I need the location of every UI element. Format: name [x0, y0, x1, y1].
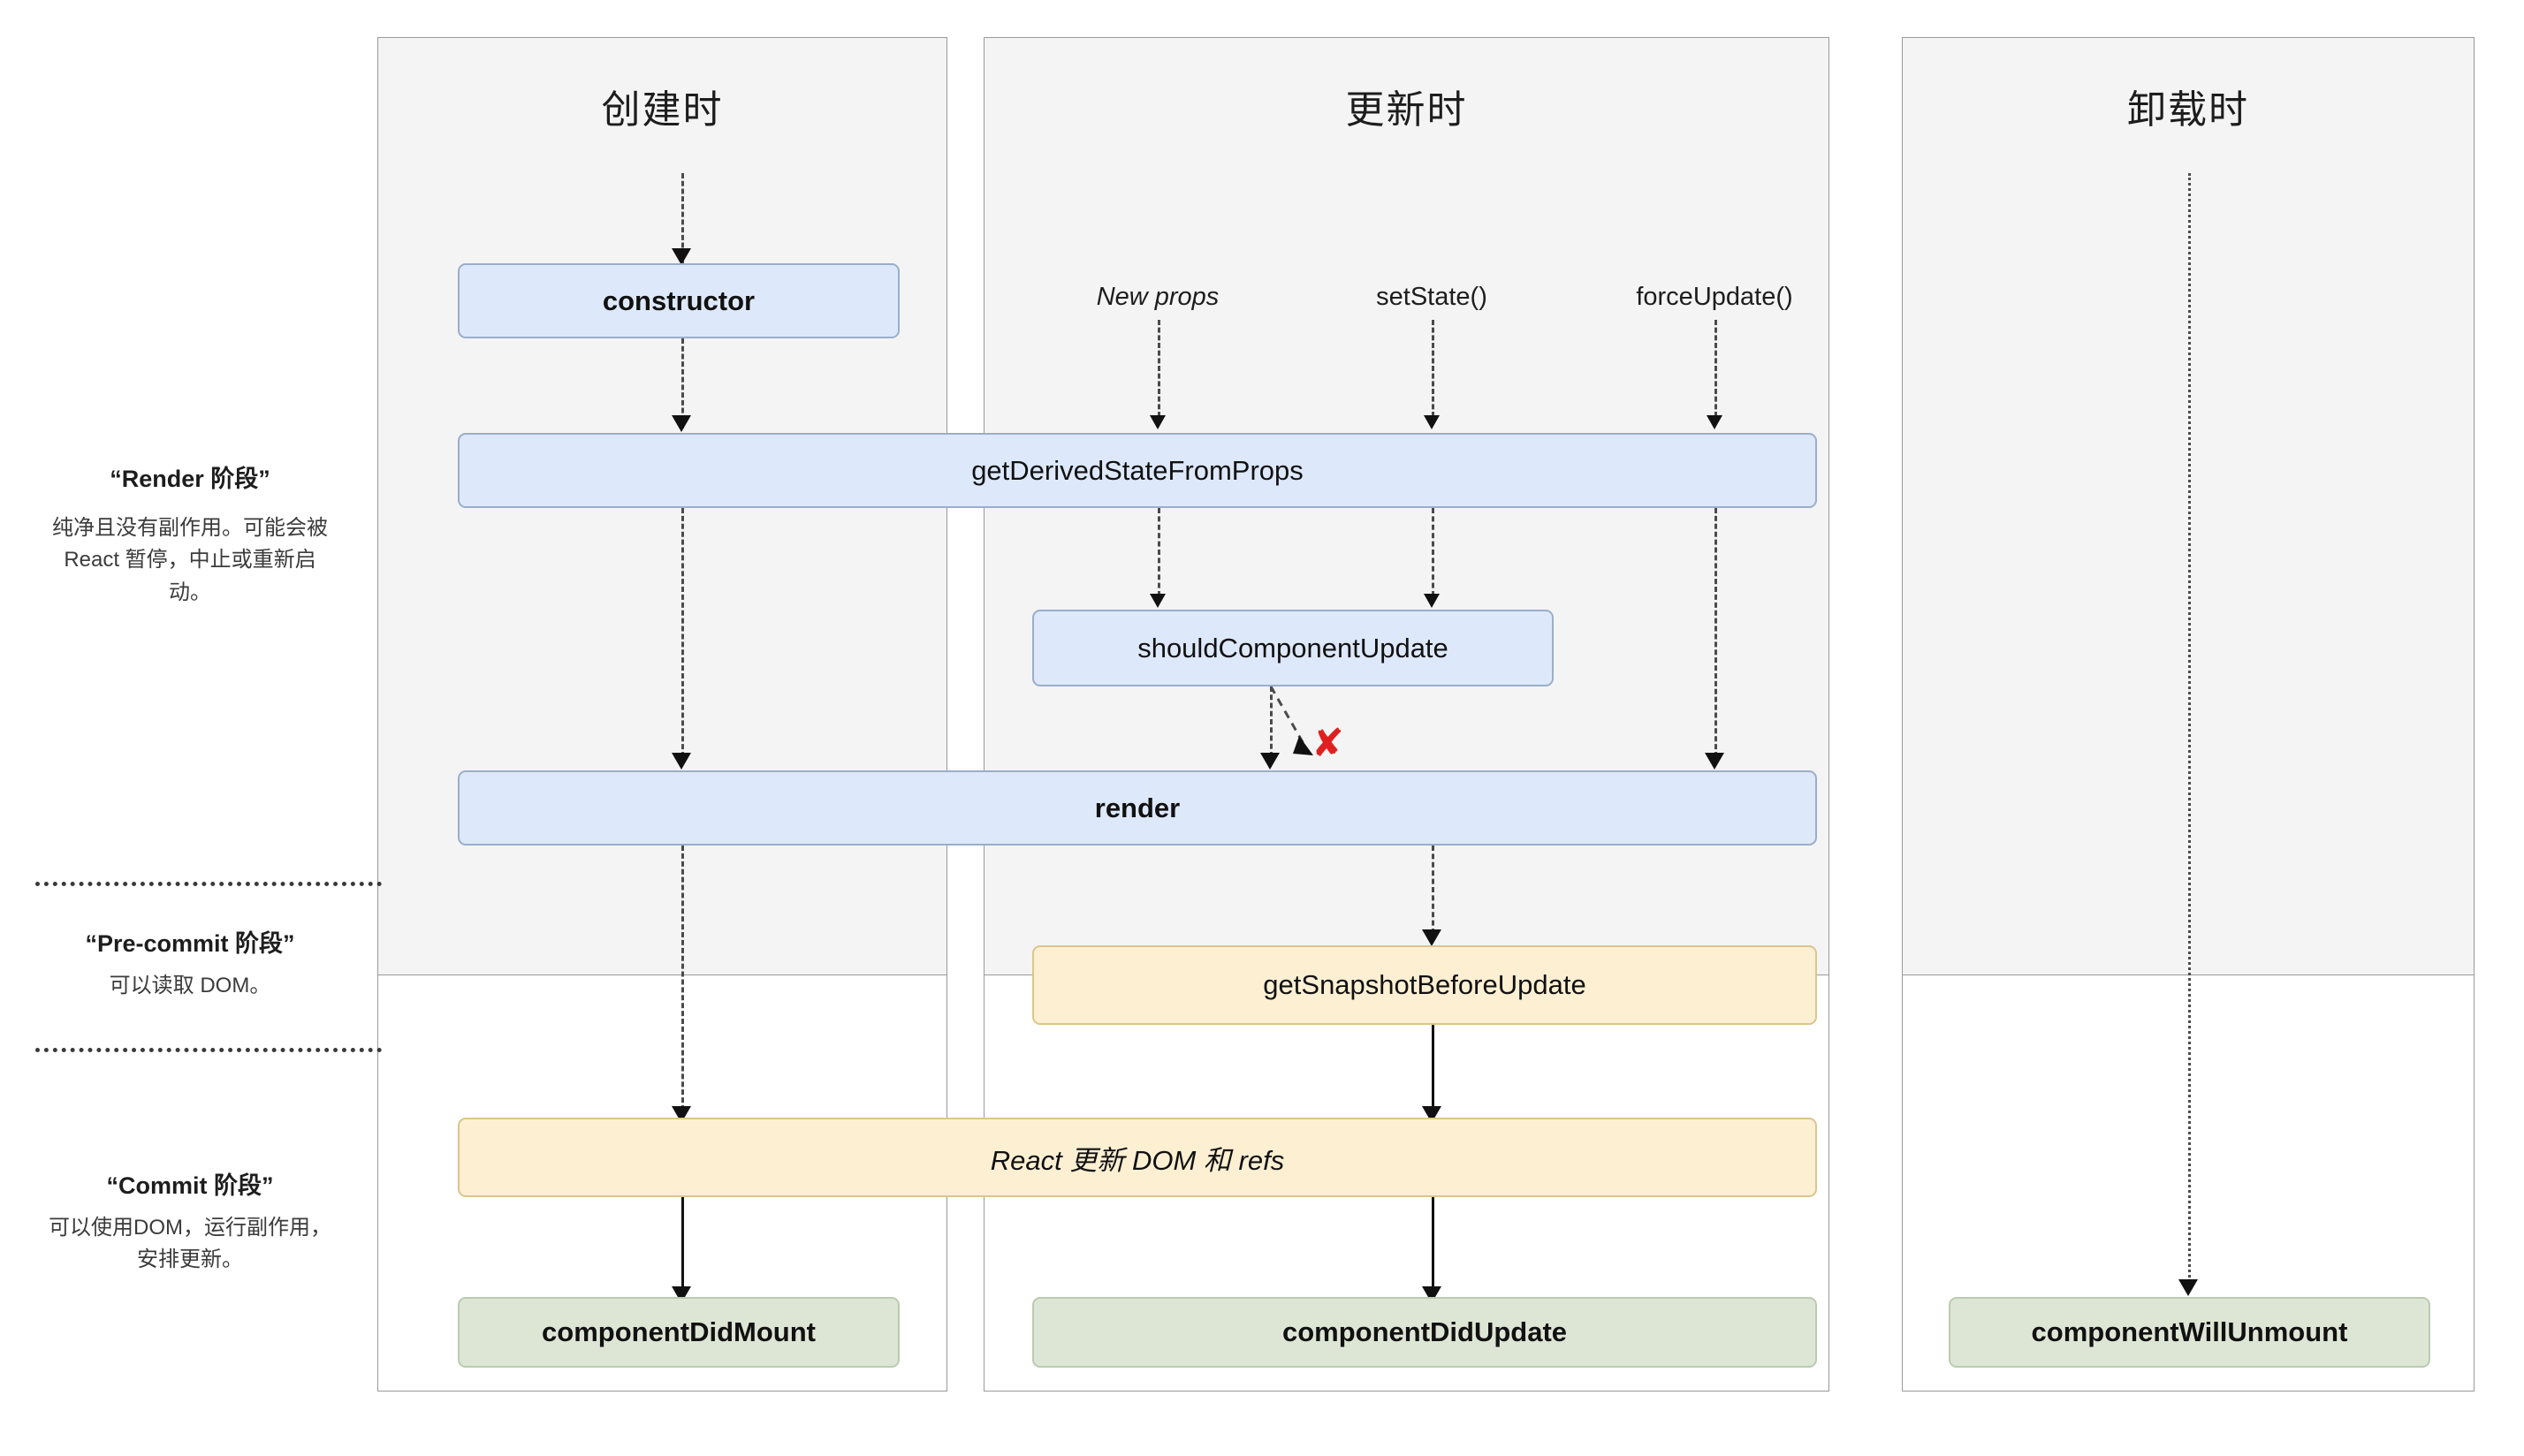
arrowhead-gdsfp-from-new-props [1150, 415, 1166, 429]
node-get-snapshot-before-update[interactable]: getSnapshotBeforeUpdate [1032, 945, 1817, 1025]
arrowhead-render-from-force-update [1705, 753, 1724, 770]
connector-scu-bail-out [1269, 686, 1313, 755]
connector-snapshot-to-dom [1432, 1025, 1434, 1113]
connector-set-state-to-gdsfp [1432, 320, 1434, 417]
arrowhead-constructor [672, 248, 691, 265]
connector-new-props-to-gdsfp [1158, 320, 1160, 417]
connector-force-update-bypass-to-render [1714, 508, 1717, 757]
arrowhead-scu-left [1150, 594, 1166, 608]
phase-divider-top [35, 882, 382, 886]
connector-mount-to-constructor [681, 173, 684, 263]
phase-description-pre-commit: 可以读取 DOM。 [109, 974, 271, 997]
node-get-derived-state-from-props[interactable]: getDerivedStateFromProps [458, 433, 1817, 508]
arrowhead-will-unmount [2178, 1279, 2198, 1296]
arrowhead-gdsfp-mount [672, 415, 691, 432]
connector-scu-to-render [1270, 686, 1273, 757]
node-should-component-update[interactable]: shouldComponentUpdate [1032, 610, 1554, 686]
phase-divider-bottom [35, 1048, 382, 1052]
phase-title-commit: “Commit 阶段” [106, 1172, 274, 1199]
node-render[interactable]: render [458, 770, 1817, 846]
connector-gdsfp-to-scu-left [1158, 508, 1160, 596]
connector-gdsfp-to-scu-right [1432, 508, 1434, 596]
phase-title-pre-commit: “Pre-commit 阶段” [85, 930, 295, 957]
connector-constructor-to-gdsfp [681, 338, 684, 428]
connector-unmount-to-will-unmount [2188, 173, 2191, 1282]
trigger-label-set-state: setState() [1376, 283, 1487, 311]
column-title-update: 更新时 [1345, 88, 1468, 132]
connector-dom-to-did-mount [681, 1197, 684, 1293]
arrowhead-render-mount [672, 753, 691, 770]
connector-render-to-snapshot [1432, 846, 1434, 934]
phase-description-commit: 可以使用DOM，运行副作用，安排更新。 [49, 1216, 331, 1272]
column-title-mount: 创建时 [601, 88, 724, 132]
arrowhead-gdsfp-from-force-update [1707, 415, 1722, 429]
connector-gdsfp-to-render-mount [681, 508, 684, 757]
node-component-did-mount[interactable]: componentDidMount [458, 1297, 900, 1368]
arrowhead-scu-right [1424, 594, 1440, 608]
trigger-label-new-props: New props [1096, 283, 1220, 311]
bail-out-x-icon: ✘ [1311, 721, 1344, 766]
connector-dom-to-did-update [1432, 1197, 1434, 1293]
arrowhead-render-from-scu [1260, 753, 1280, 770]
connector-render-to-dom-mount [681, 846, 684, 1111]
trigger-label-force-update: forceUpdate() [1636, 283, 1793, 311]
connector-force-update-to-gdsfp [1714, 320, 1717, 417]
node-component-will-unmount[interactable]: componentWillUnmount [1949, 1297, 2430, 1368]
node-react-updates-dom-and-refs[interactable]: React 更新 DOM 和 refs [458, 1118, 1817, 1197]
column-title-unmount: 卸载时 [2127, 88, 2249, 132]
arrowhead-gdsfp-from-set-state [1424, 415, 1440, 429]
node-constructor[interactable]: constructor [458, 263, 900, 338]
arrowhead-snapshot [1422, 929, 1441, 946]
phase-title-render: “Render 阶段” [110, 466, 270, 492]
phase-description-render: 纯净且没有副作用。可能会被 React 暂停，中止或重新启动。 [52, 516, 328, 604]
node-component-did-update[interactable]: componentDidUpdate [1032, 1297, 1817, 1368]
